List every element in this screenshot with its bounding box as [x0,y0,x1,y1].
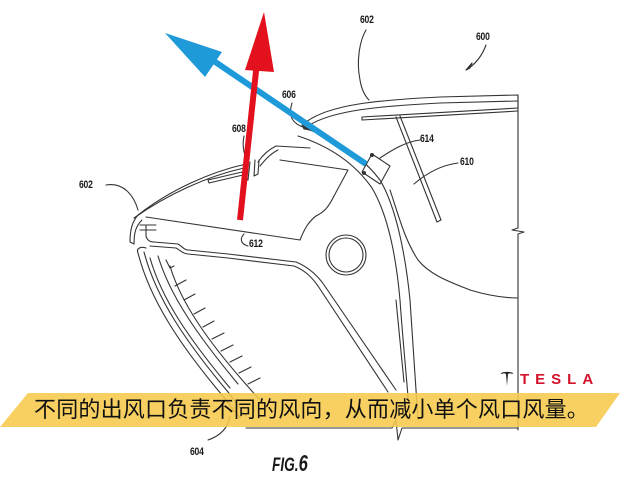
subtitle-text: 不同的出风口负责不同的风向，从而减小单个风口风量。 [34,398,590,423]
figure-caption: FIG.6 [272,450,308,477]
damper-614 [361,153,391,185]
louver-slats [174,279,261,385]
pivot-circle [325,234,367,276]
ref-label-610: 610 [460,156,474,168]
ref-label-604: 604 [190,446,204,458]
housing-left-wing [137,163,247,216]
tesla-wordmark: TESLA [520,370,600,388]
tesla-watermark: TESLA [500,368,599,390]
duct-arc-outer [303,127,419,421]
tesla-t-logo-icon [501,371,513,386]
bottom-break [245,419,519,441]
ref-label-614: 614 [420,133,434,145]
louver-inner [149,257,231,389]
ref-label-602-left: 602 [79,179,93,191]
blue-airflow-arrow [165,33,368,167]
red-airflow-arrow [237,12,274,221]
cavity-612 [145,159,349,241]
right-wall [511,94,525,431]
louver-outer [137,252,241,419]
ref-label-600: 600 [476,31,490,43]
figure-caption-number: 6 [298,450,308,476]
ref-label-606: 606 [282,89,296,101]
vane-610 [395,115,442,223]
front-nose [129,214,143,245]
duct-arc-inner [297,135,411,421]
ref-label-602-top: 602 [360,14,374,26]
subtitle-banner [0,393,620,427]
ref-label-608: 608 [232,123,246,135]
housing-top-outline [305,94,519,123]
ref-label-612: 612 [249,238,263,250]
figure-caption-prefix: FIG. [272,455,299,476]
